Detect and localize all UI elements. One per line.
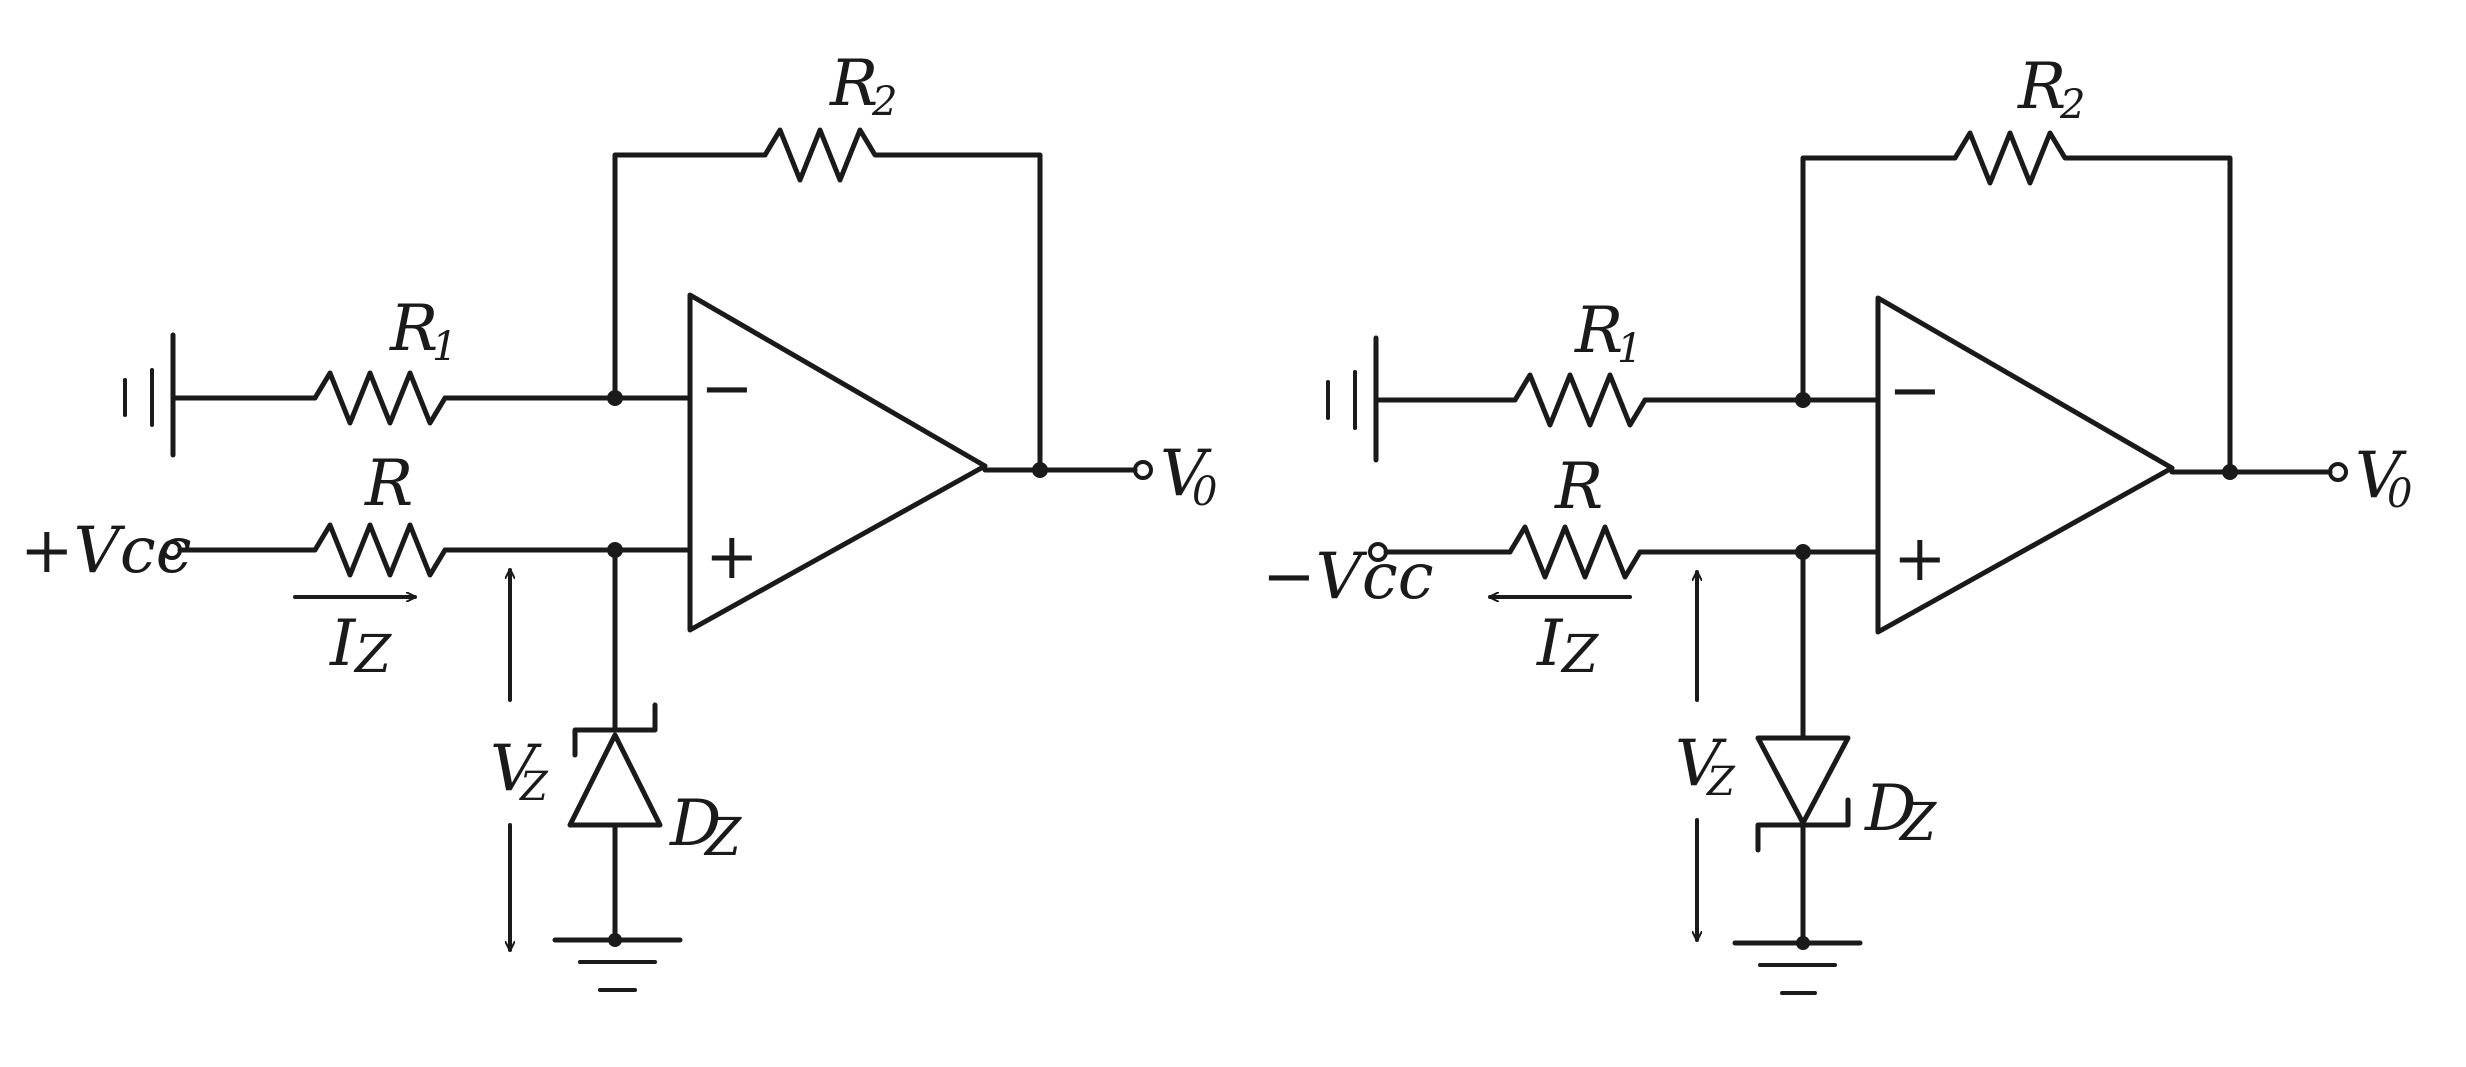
vz-label-sub: Z [1705,759,1736,805]
resistor-r1 [312,370,448,426]
vz-label-sub: Z [518,764,549,810]
iz-label-sub: Z [353,625,392,685]
r1-label: R [389,292,438,366]
junction-inverting [607,390,623,406]
junction-noninverting [1795,544,1811,560]
vo-label: V [2355,439,2407,513]
resistor-r1 [1512,372,1648,428]
r2-label-sub: 2 [871,79,897,125]
junction-output [1032,462,1048,478]
r2-label-sub: 2 [2059,82,2085,128]
dz-label-sub: Z [703,808,742,868]
junction-ground [608,933,622,947]
junction-noninverting [607,542,623,558]
r-label: R [364,447,413,521]
circuit-positive: − + R 2 R 1 +Vcc R I Z V Z [20,47,1217,992]
resistor-r [312,522,448,578]
junction-ground [1796,936,1810,950]
opamp-triangle [1875,295,2175,635]
opamp-plus-sign: + [1893,522,1947,596]
dz-label: D [1864,772,1916,846]
iz-label-sub: Z [1560,625,1599,685]
opamp-minus-sign: − [1888,354,1942,428]
r2-label: R [829,47,878,121]
vo-label-sub: 0 [2387,471,2412,517]
output-terminal [2328,462,2348,482]
r2-label: R [2017,50,2066,124]
dz-label: D [669,787,721,861]
resistor-r2 [1952,130,2083,186]
junction-output [2222,464,2238,480]
resistor-r2 [762,127,893,183]
resistor-r [1507,524,1643,580]
feedback-wire [1800,155,1958,403]
zener-triangle [1755,735,1851,826]
feedback-wire [612,152,768,398]
vo-label-sub: 0 [1192,469,1217,515]
iz-label: I [1536,607,1564,681]
r1-label-sub: 1 [1617,326,1642,372]
vo-label: V [1160,437,1212,511]
dz-label-sub: Z [1898,793,1937,853]
zener-triangle [567,732,663,828]
vz-label: V [1675,727,1727,801]
circuit-negative: − + R 2 R 1 −Vcc R I Z V Z [1262,50,2412,995]
opamp-triangle [687,292,988,633]
output-terminal [1133,460,1153,480]
iz-label: I [329,607,357,681]
junction-inverting [1795,392,1811,408]
opamp-minus-sign: − [700,352,754,426]
opamp-plus-sign: + [705,520,759,594]
supply-label: +Vcc [20,514,192,588]
r-label: R [1554,450,1603,524]
feedback-wire-right [887,152,1043,473]
r1-label: R [1574,294,1623,368]
feedback-wire-right [2077,155,2233,475]
zener-cathode-bar [572,702,658,758]
vz-label: V [490,732,542,806]
r1-label-sub: 1 [432,324,457,370]
